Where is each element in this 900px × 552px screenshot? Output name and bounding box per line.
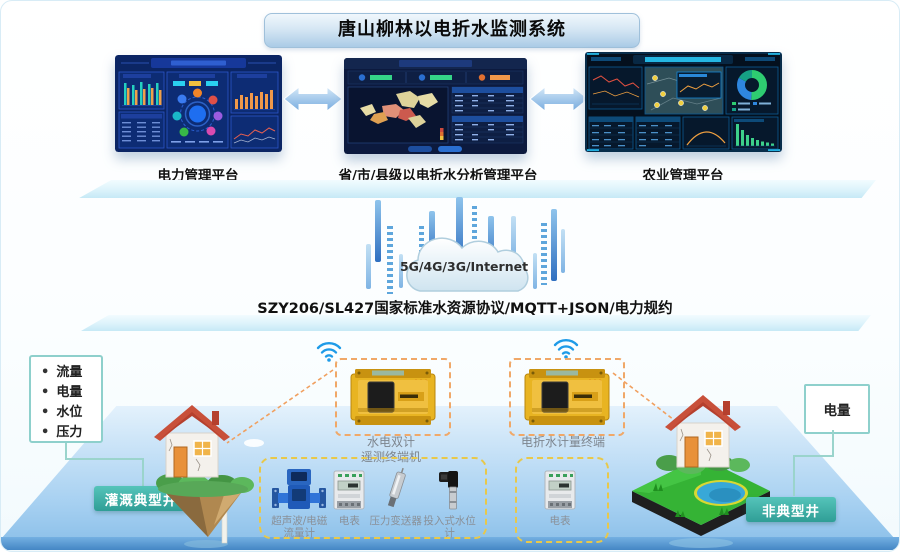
trend-panel xyxy=(588,66,643,110)
sensor-meter-label: 电表 xyxy=(549,515,571,527)
green-bar-panel xyxy=(731,116,779,150)
analysis-dashboard-graphic xyxy=(344,58,527,154)
sensor-flowmeter: 超声波/电磁流量计 xyxy=(269,465,330,539)
grass-tufts xyxy=(653,483,729,517)
stats-row xyxy=(347,70,524,85)
signal-bar xyxy=(366,244,371,289)
right-parameter-box: 电量 xyxy=(804,384,870,434)
signal-bar xyxy=(429,211,435,261)
internet-cloud: 5G/4G/3G/Internet xyxy=(384,221,548,305)
bubble-diagram-panel xyxy=(166,71,229,149)
table-panel xyxy=(118,111,165,149)
param-power: 电量 xyxy=(31,383,101,403)
signal-bar xyxy=(472,206,477,246)
orange-bar-panel xyxy=(230,71,279,114)
bottom-table-panel-2 xyxy=(635,116,681,150)
left-sensors-box: 超声波/电磁流量计 电表 xyxy=(259,457,487,539)
donut-panel xyxy=(725,66,779,115)
level-gauge-icon xyxy=(436,465,464,515)
electric-meter-icon xyxy=(543,465,577,515)
house xyxy=(665,395,741,468)
left-well-island xyxy=(136,397,271,551)
signal-bar xyxy=(488,216,494,268)
sensor-meter-label: 电表 xyxy=(338,515,360,527)
right-well-island xyxy=(629,391,774,551)
electric-meter-icon xyxy=(332,465,366,515)
signal-bar xyxy=(399,254,403,288)
cloud-icon xyxy=(406,237,529,292)
protocol-text: SZY206/SL427国家标准水资源协议/MQTT+JSON/电力规约 xyxy=(257,301,673,317)
wifi-icon xyxy=(552,335,580,363)
right-sensors-box: 电表 xyxy=(515,457,609,543)
param-level: 水位 xyxy=(31,403,101,423)
left-parameters-box: 流量 电量 水位 压力 xyxy=(29,355,103,443)
flowmeter-icon xyxy=(272,465,327,515)
left-connector-line xyxy=(65,443,144,490)
line-chart-panel xyxy=(230,115,279,149)
data-table-panel-1 xyxy=(451,86,524,114)
metering-terminal-icon xyxy=(524,369,610,425)
sensor-level-label: 投入式水位计 xyxy=(423,515,476,539)
signal-bar xyxy=(551,209,557,281)
double-arrow-icon xyxy=(282,84,344,118)
left-terminal-box xyxy=(335,358,451,436)
double-arrow-icon xyxy=(528,84,590,118)
sensor-meter: 电表 xyxy=(517,465,603,527)
data-table-panel-2 xyxy=(451,115,524,144)
sensor-flowmeter-label: 超声波/电磁流量计 xyxy=(271,515,328,539)
agriculture-platform-screenshot xyxy=(585,52,782,152)
house-pond-plot-icon xyxy=(632,395,770,548)
signal-bar xyxy=(561,229,565,273)
signal-bar xyxy=(541,223,547,285)
signal-bar xyxy=(375,200,381,262)
sensor-level-gauge: 投入式水位计 xyxy=(422,465,477,539)
param-pressure: 压力 xyxy=(31,423,101,443)
left-dashed-link xyxy=(226,369,334,444)
bottom-table-panel-1 xyxy=(588,116,634,150)
agriculture-dashboard-graphic xyxy=(585,52,782,152)
bar-chart-panel xyxy=(118,71,165,110)
right-connector-line xyxy=(793,430,834,496)
pressure-transmitter-icon xyxy=(381,465,411,515)
right-well-badge: 非典型井 xyxy=(746,497,836,522)
sensor-meter: 电表 xyxy=(330,465,370,527)
power-dashboard-graphic xyxy=(115,55,282,152)
gis-map-panel xyxy=(644,66,724,115)
analysis-platform-screenshot xyxy=(344,58,527,154)
house xyxy=(154,405,230,478)
curve-panel xyxy=(682,116,730,150)
bushes xyxy=(156,474,254,497)
platform-band-top xyxy=(79,180,876,198)
wifi-icon xyxy=(315,338,343,366)
right-terminal-box xyxy=(509,358,625,436)
signal-bar xyxy=(511,216,516,260)
cloud-label: 5G/4G/3G/Internet xyxy=(399,259,529,274)
param-flow: 流量 xyxy=(31,363,101,383)
telemetry-terminal-icon xyxy=(350,369,436,425)
sensor-pressure-transmitter: 压力变送器 xyxy=(369,465,422,527)
sensor-pressure-label: 压力变送器 xyxy=(369,515,422,527)
platform-band-middle xyxy=(81,315,871,331)
signal-bar xyxy=(456,197,463,263)
signal-bar xyxy=(387,226,393,294)
region-map-panel xyxy=(347,86,449,144)
page-title: 唐山柳林以电折水监测系统 xyxy=(264,13,640,48)
signal-bar xyxy=(533,253,537,289)
right-terminal-caption: 电折水计量终端 xyxy=(520,435,605,449)
left-terminal-caption-line1: 水电双计 xyxy=(366,435,415,449)
house-island-icon xyxy=(154,405,264,548)
power-platform-screenshot xyxy=(115,55,282,152)
signal-bar xyxy=(419,226,424,256)
